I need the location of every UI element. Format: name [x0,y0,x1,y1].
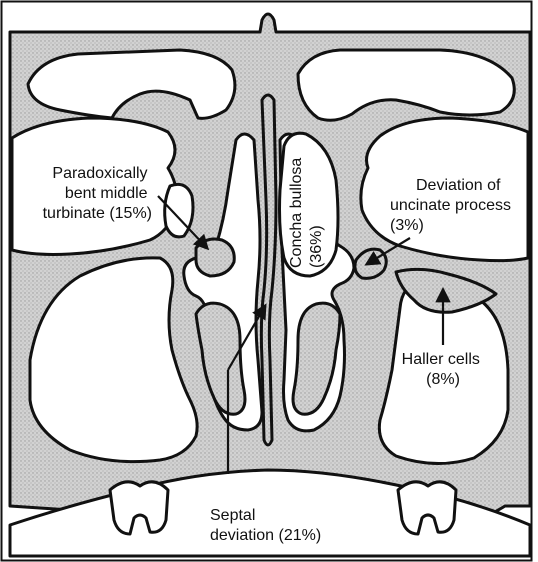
label-uncinate-line2: uncinate process [390,197,511,214]
label-haller-line1: Haller cells [402,351,480,368]
label-septal-line2: deviation (21%) [210,527,321,544]
label-paradoxical-line3: turbinate (15%) [43,205,152,222]
label-septal-line1: Septal [210,507,255,524]
label-paradoxical-line2: bent middle [65,185,148,202]
label-uncinate-line1: Deviation of [416,177,501,194]
label-paradoxical-line1: Paradoxically [52,165,147,182]
label-concha-line1: Concha bullosa [288,158,305,268]
label-concha-line2: (36%) [308,225,325,268]
label-haller-line2: (8%) [426,371,460,388]
paradoxical-middle-turbinate [196,239,234,276]
label-uncinate-line3: (3%) [390,217,424,234]
